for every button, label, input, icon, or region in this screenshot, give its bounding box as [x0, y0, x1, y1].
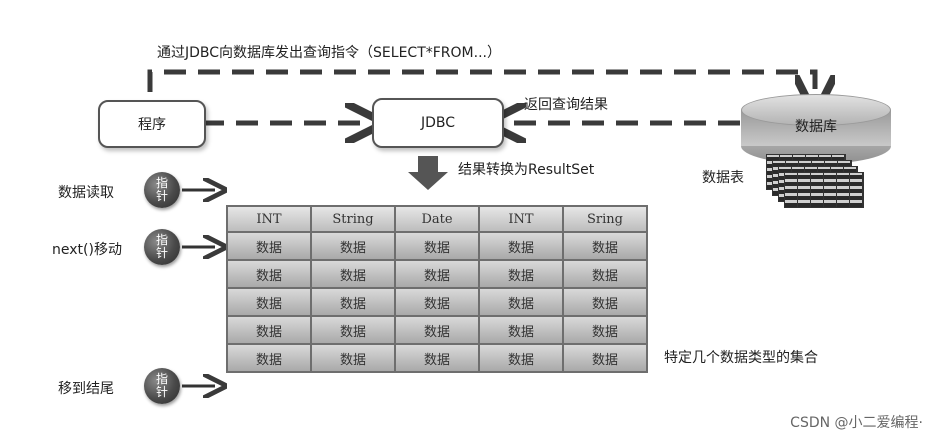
pointer-glyph-top: 指 [155, 233, 168, 247]
resultset-table: INT String Date INT Sring 数据 数据 数据 数据 数据… [226, 205, 648, 373]
data-cell: 数据 [394, 287, 480, 317]
pointer-icon: 指 针 [144, 368, 180, 404]
column-header: Date [394, 205, 480, 233]
table-row: 数据 数据 数据 数据 数据 [226, 259, 648, 289]
data-cell: 数据 [562, 315, 648, 345]
return-result-label: 返回查询结果 [524, 97, 608, 113]
resultset-header-row: INT String Date INT Sring [226, 205, 648, 233]
data-cell: 数据 [310, 231, 396, 261]
column-header: Sring [562, 205, 648, 233]
pointer-label-end: 移到结尾 [58, 381, 114, 397]
database-cylinder-top [741, 94, 891, 126]
data-cell: 数据 [226, 231, 312, 261]
data-cell: 数据 [226, 343, 312, 373]
data-cell: 数据 [562, 343, 648, 373]
data-cell: 数据 [310, 315, 396, 345]
convert-down-arrow [408, 156, 448, 190]
data-cell: 数据 [478, 287, 564, 317]
data-cell: 数据 [394, 231, 480, 261]
pointer-glyph-top: 指 [155, 372, 168, 386]
pointer-label-read: 数据读取 [58, 185, 114, 201]
column-header: INT [478, 205, 564, 233]
column-header: String [310, 205, 396, 233]
pointer-glyph-bottom: 针 [155, 246, 168, 260]
data-cell: 数据 [478, 343, 564, 373]
data-cell: 数据 [478, 315, 564, 345]
query-arrow [147, 69, 815, 95]
data-cell: 数据 [562, 259, 648, 289]
collection-label: 特定几个数据类型的集合 [664, 350, 818, 366]
pointer-icon: 指 针 [144, 229, 180, 265]
data-cell: 数据 [226, 259, 312, 289]
column-header: INT [226, 205, 312, 233]
data-cell: 数据 [310, 287, 396, 317]
data-cell: 数据 [394, 259, 480, 289]
data-cell: 数据 [478, 259, 564, 289]
table-sheet-icon [784, 172, 864, 208]
data-cell: 数据 [478, 231, 564, 261]
table-row: 数据 数据 数据 数据 数据 [226, 343, 648, 373]
table-row: 数据 数据 数据 数据 数据 [226, 231, 648, 261]
data-cell: 数据 [310, 343, 396, 373]
program-node: 程序 [98, 100, 206, 148]
watermark: CSDN @小二爱编程· [790, 415, 923, 431]
database-label: 数据库 [795, 119, 837, 135]
pointer-label-next: next()移动 [52, 242, 122, 258]
pointer-icon: 指 针 [144, 172, 180, 208]
resultset-grid: INT String Date INT Sring 数据 数据 数据 数据 数据… [226, 205, 648, 373]
data-cell: 数据 [394, 343, 480, 373]
table-row: 数据 数据 数据 数据 数据 [226, 315, 648, 345]
table-row: 数据 数据 数据 数据 数据 [226, 287, 648, 317]
data-cell: 数据 [226, 287, 312, 317]
pointer-glyph-bottom: 针 [155, 385, 168, 399]
data-cell: 数据 [394, 315, 480, 345]
data-cell: 数据 [562, 231, 648, 261]
data-tables-label: 数据表 [702, 170, 744, 186]
jdbc-node: JDBC [372, 98, 504, 148]
jdbc-label: JDBC [420, 115, 456, 131]
data-cell: 数据 [310, 259, 396, 289]
pointer-glyph-top: 指 [155, 176, 168, 190]
pointer-glyph-bottom: 针 [155, 189, 168, 203]
query-instruction-label: 通过JDBC向数据库发出查询指令（SELECT*FROM...） [157, 45, 501, 61]
data-cell: 数据 [226, 315, 312, 345]
data-cell: 数据 [562, 287, 648, 317]
program-label: 程序 [138, 117, 166, 133]
convert-resultset-label: 结果转换为ResultSet [458, 162, 595, 178]
